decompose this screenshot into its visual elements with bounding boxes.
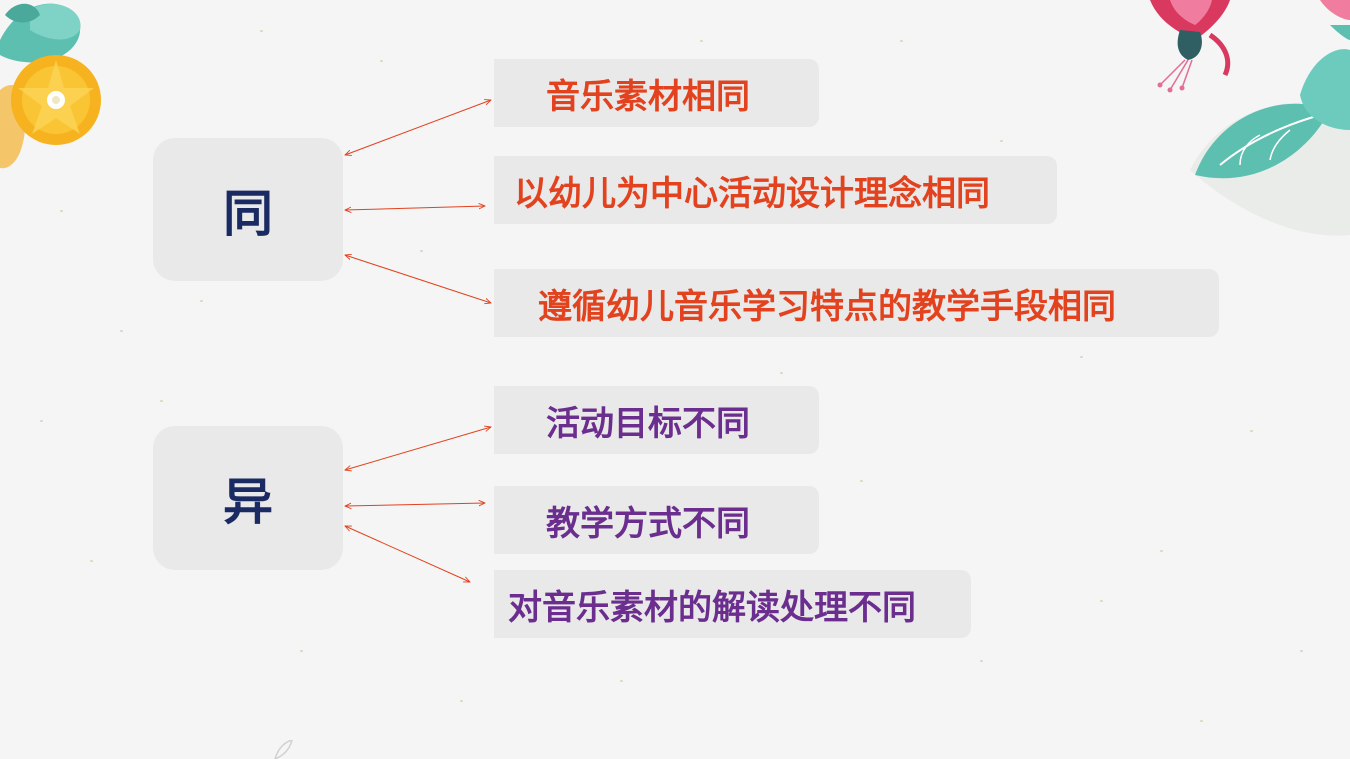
teal-leaves-icon — [1190, 0, 1350, 236]
fuchsia-flower-icon — [1150, 0, 1231, 93]
flower-cluster-top-left-icon — [0, 3, 101, 169]
diff-item-1: 活动目标不同 — [494, 386, 819, 454]
same-hub: 同 — [153, 138, 343, 281]
arrow-same-3 — [345, 255, 491, 303]
arrow-same-1 — [345, 100, 491, 155]
arrow-same-2 — [345, 206, 485, 210]
same-item-2: 以幼儿为中心活动设计理念相同 — [494, 156, 1057, 224]
same-item-1: 音乐素材相同 — [494, 59, 819, 127]
diff-item-3: 对音乐素材的解读处理不同 — [494, 570, 971, 638]
same-item-3: 遵循幼儿音乐学习特点的教学手段相同 — [494, 269, 1219, 337]
diff-item-2: 教学方式不同 — [494, 486, 819, 554]
arrow-diff-1 — [345, 427, 491, 470]
diff-hub: 异 — [153, 426, 343, 570]
arrow-diff-2 — [345, 503, 485, 506]
faint-leaf-icon — [274, 740, 293, 759]
arrow-diff-3 — [345, 526, 470, 582]
